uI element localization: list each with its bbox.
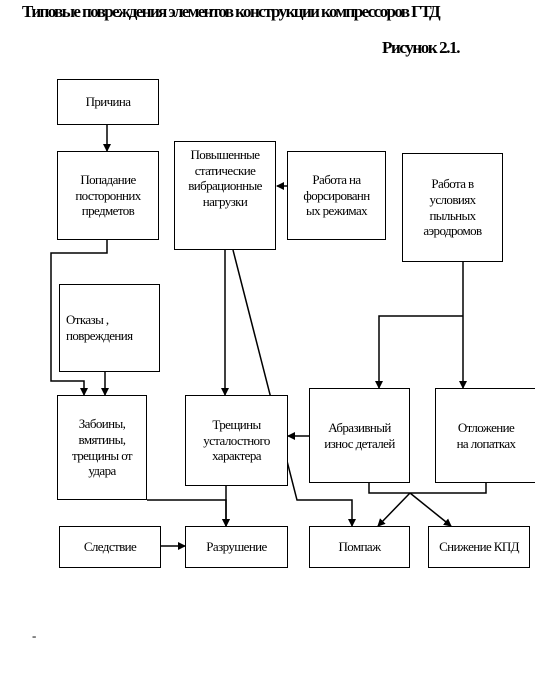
edge-wear-efficiency [409,492,452,527]
edge-dents-destruction [147,499,230,527]
node-forced-modes: Работа на форсированн ых режимах [287,151,386,240]
edge-dusty-abrasive [375,315,463,389]
node-surge: Помпаж [309,526,410,568]
node-static-vibration-loads: Повышенные статические вибрационные нагр… [174,141,276,250]
node-fatigue-cracks: Трещины усталостного характера [185,395,288,486]
edge-static-surge [232,249,356,527]
node-dusty-airfields: Работа в условиях пыльных аэродромов [402,153,503,262]
node-consequence: Следствие [59,526,161,568]
edge-wear-merge [368,483,487,494]
figure-label: Рисунок 2.1. [382,38,460,57]
node-foreign-objects: Попадание посторонних предметов [57,151,159,240]
page-title: Типовые повреждения элементов конструкци… [22,2,441,21]
node-blade-deposits: Отложение на лопатках [435,388,535,483]
edge-wear-surge [377,492,411,527]
edge-foreign-dents [50,240,108,396]
node-efficiency-drop: Снижение КПД [428,526,530,568]
node-destruction: Разрушение [185,526,288,568]
node-dents: Забоины, вмятины, трещины от удара [57,395,147,500]
node-abrasive-wear: Абразивный износ деталей [309,388,410,483]
footnote-mark: - [32,628,37,643]
node-failures: Отказы , повреждения [59,284,160,372]
node-cause: Причина [57,79,159,125]
